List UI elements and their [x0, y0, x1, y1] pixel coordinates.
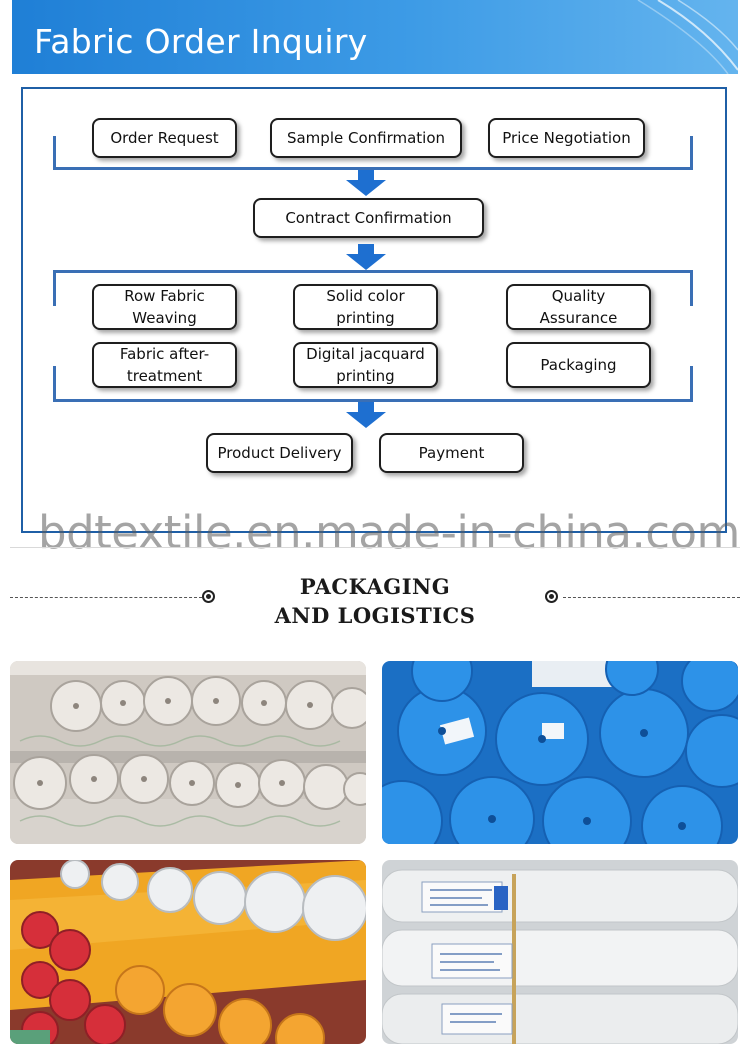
- contract-confirmation-box: Contract Confirmation: [253, 198, 484, 238]
- fabric-after-treatment-box: Fabric after- treatment: [92, 342, 237, 388]
- banner-swoosh-decoration: [637, 0, 738, 74]
- header-banner: Fabric Order Inquiry: [12, 0, 738, 74]
- right-dashed-line: [563, 597, 740, 598]
- price-negotiation-box: Price Negotiation: [488, 118, 645, 158]
- packaging-section-title: PACKAGING AND LOGISTICS: [230, 572, 520, 630]
- packaging-title-line1: PACKAGING: [299, 574, 451, 599]
- section-divider: [10, 547, 740, 548]
- down-arrow-icon: [346, 244, 386, 270]
- right-dot-icon: [545, 590, 558, 603]
- left-dashed-line: [10, 597, 202, 598]
- payment-box: Payment: [379, 433, 524, 473]
- step3-bracket-bottom: [53, 366, 693, 402]
- raw-fabric-weaving-box: Row Fabric Weaving: [92, 284, 237, 330]
- down-arrow-icon: [346, 170, 386, 196]
- white-wrapped-fabric-rolls-photo: [382, 860, 738, 1044]
- step1-bracket: [53, 136, 693, 170]
- packaging-title-line2: AND LOGISTICS: [274, 603, 476, 628]
- site-watermark: bdtextile.en.made-in-china.com: [38, 506, 740, 559]
- page-title: Fabric Order Inquiry: [34, 22, 368, 61]
- white-patterned-fabric-rolls-photo: [10, 661, 366, 844]
- product-delivery-box: Product Delivery: [206, 433, 353, 473]
- left-dot-icon: [202, 590, 215, 603]
- quality-assurance-box: Quality Assurance: [506, 284, 651, 330]
- solid-color-printing-box: Solid color printing: [293, 284, 438, 330]
- order-request-box: Order Request: [92, 118, 237, 158]
- blue-wrapped-fabric-rolls-photo: [382, 661, 738, 844]
- digital-jacquard-printing-box: Digital jacquard printing: [293, 342, 438, 388]
- sample-confirmation-box: Sample Confirmation: [270, 118, 462, 158]
- step3-bracket-top: [53, 270, 693, 306]
- down-arrow-icon: [346, 402, 386, 428]
- packaging-box: Packaging: [506, 342, 651, 388]
- orange-and-white-fabric-rolls-photo: [10, 860, 366, 1044]
